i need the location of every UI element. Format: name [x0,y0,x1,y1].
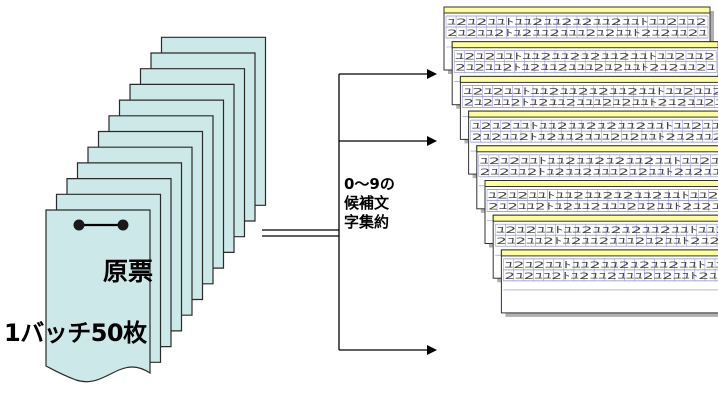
glyph-row: ﾕ2ﾕ2ﾕﾕﾄﾕﾕ2ﾕﾕ2ﾕ2ﾕﾕ2ﾕﾕﾄﾕﾕ2ﾕﾕ2 [504,261,718,271]
candidate-label-line: 字集約 [344,213,390,231]
candidate-label: 0～9の 候補文 字集約 [344,175,395,232]
glyph-row: ﾕ2ﾕ2ﾕﾕﾄﾕﾕ2ﾕﾕ2ﾕ2ﾕﾕ2ﾕﾕﾄﾕﾕ2ﾕﾕ2 [496,226,718,236]
binder-ring-right-icon [117,219,129,231]
sheet-header [459,75,718,83]
glyph-row: 2ﾕ2ﾕﾕ2ﾄﾕ2ﾕﾕ2ﾕﾕﾕ2ﾕ2ﾕﾕﾄ2ﾕ2ﾕﾕ2ﾕ [488,203,718,213]
glyph-row: ﾕ2ﾕ2ﾕﾕﾄﾕﾕ2ﾕﾕ2ﾕ2ﾕﾕ2ﾕﾕﾄﾕﾕ2ﾕﾕ2 [447,18,707,28]
glyph-row: ﾕ2ﾕ2ﾕﾕﾄﾕﾕ2ﾕﾕ2ﾕ2ﾕﾕ2ﾕﾕﾄﾕﾕ2ﾕﾕ2 [455,53,715,63]
glyph-row: ﾕ2ﾕ2ﾕﾕﾄﾕﾕ2ﾕﾕ2ﾕ2ﾕﾕ2ﾕﾕﾄﾕﾕ2ﾕﾕ2 [488,192,718,202]
sheet-header [476,145,718,153]
candidate-label-line: 0～9の [344,175,395,193]
sheet-header [484,180,718,187]
sheet-header [451,41,718,49]
character-sheet: ﾕ2ﾕ2ﾕﾕﾄﾕﾕ2ﾕﾕ2ﾕ2ﾕﾕ2ﾕﾕﾄﾕﾕ2ﾕﾕ22ﾕ2ﾕﾕ2ﾄﾕ2ﾕﾕ2ﾕ… [500,249,718,317]
glyph-row: 2ﾕ2ﾕﾕ2ﾄﾕ2ﾕﾕ2ﾕﾕﾕ2ﾕ2ﾕﾕﾄ2ﾕ2ﾕﾕ2ﾕ [496,237,718,247]
binder-ring-left-icon [73,219,85,231]
sheet-header [443,6,711,14]
sheet-header [468,110,718,118]
glyph-row: ﾕ2ﾕ2ﾕﾕﾄﾕﾕ2ﾕﾕ2ﾕ2ﾕﾕ2ﾕﾕﾄﾕﾕ2ﾕﾕ2 [472,122,718,132]
glyph-row: 2ﾕ2ﾕﾕ2ﾄﾕ2ﾕﾕ2ﾕﾕﾕ2ﾕ2ﾕﾕﾄ2ﾕ2ﾕﾕ2ﾕ [504,272,718,282]
batch-label: 1バッチ50枚 [4,319,147,347]
glyph-row: 2ﾕ2ﾕﾕ2ﾄﾕ2ﾕﾕ2ﾕﾕﾕ2ﾕ2ﾕﾕﾄ2ﾕ2ﾕﾕ2ﾕ [463,98,718,108]
glyph-row: 2ﾕ2ﾕﾕ2ﾄﾕ2ﾕﾕ2ﾕﾕﾕ2ﾕ2ﾕﾕﾄ2ﾕ2ﾕﾕ2ﾕ [472,133,718,143]
output-sheet-stack: ﾕ2ﾕ2ﾕﾕﾄﾕﾕ2ﾕﾕ2ﾕ2ﾕﾕ2ﾕﾕﾄﾕﾕ2ﾕﾕ22ﾕ2ﾕﾕ2ﾄﾕ2ﾕﾕ2ﾕ… [443,6,718,317]
candidate-label-line: 候補文 [344,194,390,212]
glyph-row: ﾕ2ﾕ2ﾕﾕﾄﾕﾕ2ﾕﾕ2ﾕ2ﾕﾕ2ﾕﾕﾄﾕﾕ2ﾕﾕ2 [480,157,718,167]
document-label: 原票 [103,257,154,286]
sheet-header [500,249,718,257]
flow-connectors [262,69,437,355]
sheet-header [492,214,718,222]
glyph-row: 2ﾕ2ﾕﾕ2ﾄﾕ2ﾕﾕ2ﾕﾕﾕ2ﾕ2ﾕﾕﾄ2ﾕ2ﾕﾕ2ﾕ [480,168,718,178]
glyph-row: 2ﾕ2ﾕﾕ2ﾄﾕ2ﾕﾕ2ﾕﾕﾕ2ﾕ2ﾕﾕﾄ2ﾕ2ﾕﾕ2ﾕ [455,64,716,74]
glyph-row: 2ﾕ2ﾕﾕ2ﾄﾕ2ﾕﾕ2ﾕﾕﾕ2ﾕ2ﾕﾕﾄ2ﾕ2ﾕﾕ2ﾕ [447,29,708,39]
document-stack [45,36,267,383]
sheet-body [500,249,718,314]
document-sheet [45,209,151,383]
glyph-row: ﾕ2ﾕ2ﾕﾕﾄﾕﾕ2ﾕﾕ2ﾕ2ﾕﾕ2ﾕﾕﾄﾕﾕ2ﾕﾕ2 [463,87,718,97]
